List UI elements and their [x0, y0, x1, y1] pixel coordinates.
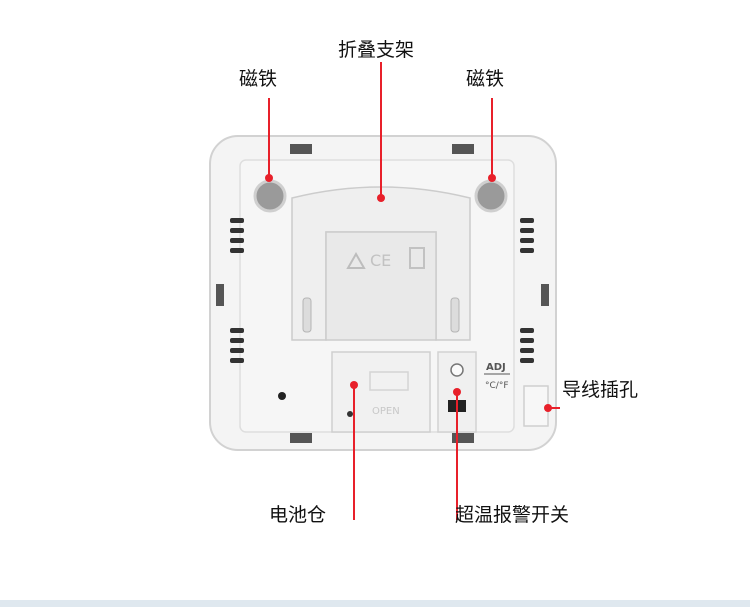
ce-mark: CE	[370, 251, 391, 270]
bottom-border-strip	[0, 600, 750, 607]
right-vents	[520, 218, 534, 363]
battery-arrow	[369, 371, 409, 391]
stand-plate	[325, 231, 437, 341]
magnet-right	[474, 179, 508, 213]
recycle-icon	[346, 251, 366, 269]
bottom-clip-right	[452, 433, 474, 443]
top-clip-left	[290, 144, 312, 154]
label-cable-jack: 导线插孔	[562, 379, 639, 401]
side-clip-left	[216, 284, 224, 306]
pointer-lines	[268, 62, 560, 520]
bottom-clip-left	[290, 433, 312, 443]
label-stand: 折叠支架	[338, 39, 415, 61]
battery-compartment	[331, 351, 431, 433]
open-label: OPEN	[372, 406, 400, 417]
label-alarm-switch: 超温报警开关	[455, 504, 570, 526]
adj-label: ADJ	[486, 362, 506, 373]
top-clip-right	[452, 144, 474, 154]
stand-slot-left	[302, 297, 312, 333]
label-magnet-left: 磁铁	[239, 68, 278, 90]
bin-icon	[409, 247, 425, 269]
left-vents	[230, 218, 244, 363]
magnet-left	[253, 179, 287, 213]
side-clip-right	[541, 284, 549, 306]
label-magnet-right: 磁铁	[466, 68, 505, 90]
label-battery-compartment: 电池仓	[269, 504, 327, 526]
reset-hole	[278, 392, 286, 400]
battery-screw	[347, 411, 353, 417]
pointer-dots	[265, 174, 552, 412]
adj-button	[450, 363, 464, 377]
cable-jack	[523, 385, 549, 427]
unit-label: °C/°F	[485, 381, 509, 391]
stand-slot-right	[450, 297, 460, 333]
